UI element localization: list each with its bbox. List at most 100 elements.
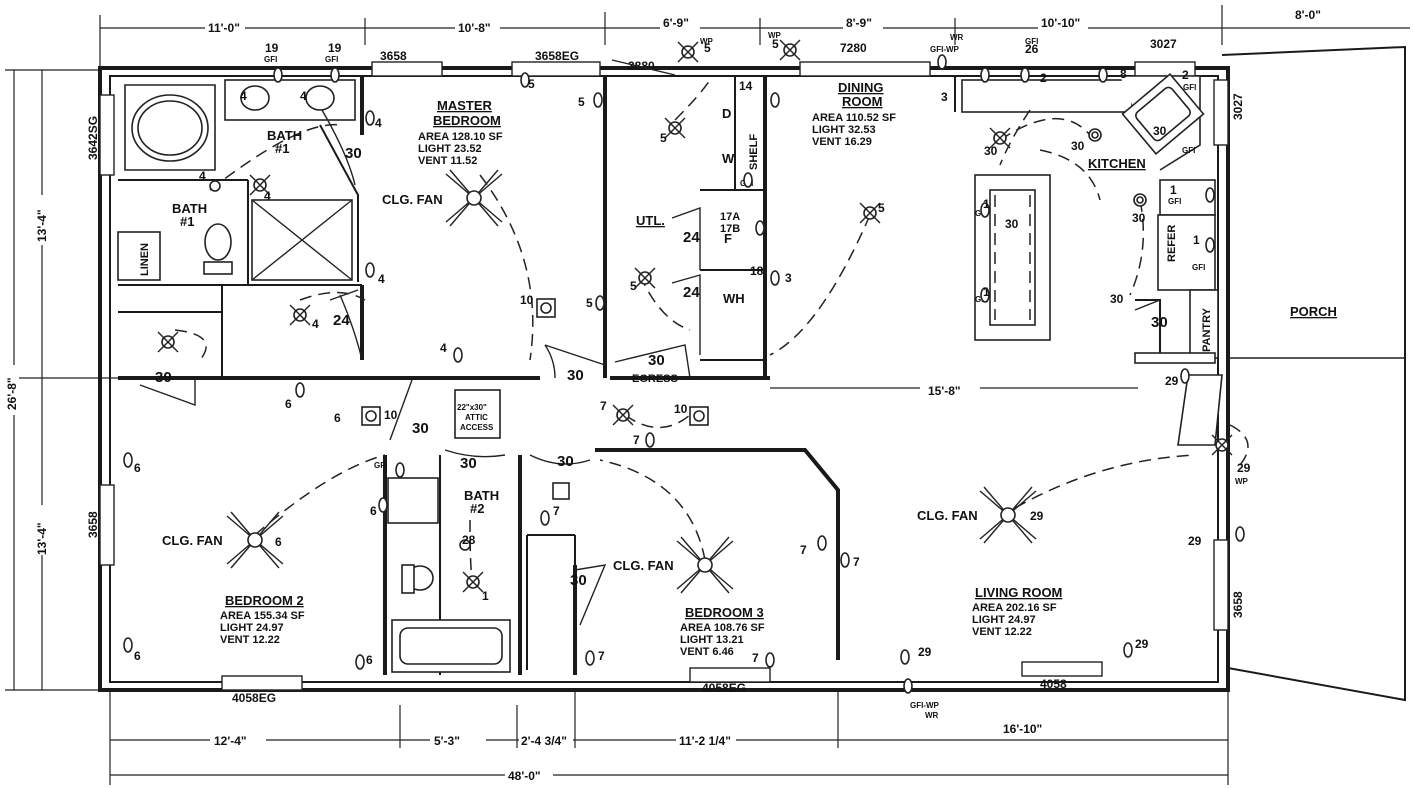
circuit-number: 3 [785, 271, 792, 285]
ceiling-fan-living [979, 486, 1037, 544]
ceiling-fans [226, 169, 1037, 594]
bedroom2-area: AREA 155.34 SF [220, 610, 305, 622]
circuit-number: 6 [285, 397, 292, 411]
window-label-7280: 7280 [840, 41, 867, 55]
circuit-number: 5 [630, 279, 637, 293]
wp-label-3: WP [1235, 477, 1249, 486]
circuit-number: 7 [853, 555, 860, 569]
furnace-label: F [724, 231, 732, 246]
door-size: 30 [412, 420, 429, 437]
gfi-wp-label-1: GFI-WP [930, 45, 960, 54]
room-porch: PORCH [1290, 304, 1337, 319]
wr-label-2: WR [925, 711, 939, 720]
dim-top-6: 8'-0" [1295, 8, 1321, 22]
receptacles [123, 54, 1245, 694]
bath1-label-a: BATH [267, 128, 302, 143]
water-heater-label: WH [723, 291, 745, 306]
dim-top-4: 8'-9" [846, 16, 872, 30]
bedroom2-light: LIGHT 24.97 [220, 622, 284, 634]
bedroom3-vent: VENT 6.46 [680, 646, 734, 658]
dim-bottom-4: 11'-2 1/4" [679, 734, 731, 748]
door-size: 30 [567, 367, 584, 384]
circuit-number: 26 [1025, 42, 1039, 56]
ceiling-fan-bedroom2 [226, 511, 284, 569]
circuit-number: 29 [1165, 374, 1179, 388]
circuit-number: 5 [528, 77, 535, 91]
dim-top-2: 10'-8" [458, 21, 491, 35]
door-size: 30 [570, 572, 587, 589]
wp-label-2: WP [768, 31, 782, 40]
circuit-number: 5 [578, 95, 585, 109]
circuit-number: 7 [752, 651, 759, 665]
circuit-number: 30 [1110, 292, 1124, 306]
circuit-number: 7 [633, 433, 640, 447]
left-dimensions: 26'-8" 13'-4" 13'-4" [3, 69, 120, 691]
window-label-3642sg: 3642SG [86, 116, 100, 160]
circuit-number: 30 [1132, 211, 1146, 225]
circuit-number: 6 [275, 535, 282, 549]
circuit-number: 6 [134, 461, 141, 475]
gfi-label-9: GFI [1182, 146, 1195, 155]
door-sizes: 30 30 24 30 30 30 30 30 30 24 24 30 [155, 145, 1168, 589]
room-bedroom3: BEDROOM 3 [685, 605, 764, 620]
dining-area: AREA 110.52 SF [812, 112, 896, 124]
room-labels: MASTER BEDROOM AREA 128.10 SF LIGHT 23.5… [172, 80, 1337, 658]
egress-label: EGRESS [632, 373, 678, 385]
circuit-number: 6 [334, 411, 341, 425]
circuit-number: 7 [598, 649, 605, 663]
gfi-label-4: GFI [1183, 83, 1196, 92]
dim-left-lower: 13'-4" [35, 522, 49, 555]
room-kitchen: KITCHEN [1088, 156, 1146, 171]
circuit-number: 4 [300, 89, 307, 103]
circuit-number: 6 [134, 649, 141, 663]
window-label-3880: 3880 [628, 59, 655, 73]
circuit-number: 4 [440, 341, 447, 355]
circuit-17a-label: 17A [720, 211, 740, 223]
dim-bottom-1: 12'-4" [214, 734, 247, 748]
master-light: LIGHT 23.52 [418, 143, 482, 155]
attic-label-3: ACCESS [460, 423, 494, 432]
circuit-number: 4 [375, 116, 382, 130]
circuit-number: 19 [328, 41, 342, 55]
circuit-number: 1 [1193, 233, 1200, 247]
door-size: 24 [683, 284, 700, 301]
washer-label: W [722, 151, 735, 166]
circuit-number: 29 [918, 645, 932, 659]
circuit-number: 10 [384, 408, 398, 422]
room-dining-line2: ROOM [842, 94, 882, 109]
bath2-label-num: #2 [470, 501, 484, 516]
misc-labels: CLG. FAN CLG. FAN CLG. FAN CLG. FAN LINE… [139, 31, 1249, 720]
master-vent: VENT 11.52 [418, 155, 477, 167]
door-size: 24 [683, 229, 700, 246]
door-size: 30 [345, 145, 362, 162]
circuit-number: 7 [800, 543, 807, 557]
circuit-number: 29 [1237, 461, 1251, 475]
circuit-number: 4 [264, 189, 271, 203]
gfi-label-1: GFI [264, 55, 277, 64]
pantry-label: PANTRY [1201, 307, 1213, 352]
dim-bottom-3: 2'-4 3/4" [521, 734, 567, 748]
clg-fan-label-bedroom3: CLG. FAN [613, 558, 674, 573]
window-label-3658-left: 3658 [86, 511, 100, 538]
living-light: LIGHT 24.97 [972, 614, 1036, 626]
door-size: 24 [333, 312, 350, 329]
dim-living-span: 15'-8" [928, 384, 961, 398]
circuit-number: 1 [1170, 183, 1177, 197]
gfi-label-2: GFI [325, 55, 338, 64]
window-label-4058: 4058 [1040, 677, 1067, 691]
bath1-label-a-num: #1 [275, 141, 289, 156]
circuit-number: 10 [520, 293, 534, 307]
dryer-label: D [722, 106, 731, 121]
circuit-number: 29 [1188, 534, 1202, 548]
circuit-number: 14 [739, 79, 753, 93]
door-size: 30 [648, 352, 665, 369]
bedroom3-area: AREA 108.76 SF [680, 622, 765, 634]
circuit-number: 4 [240, 89, 247, 103]
circuit-number: 18 [750, 264, 764, 278]
circuit-number: 10 [674, 402, 688, 416]
dim-top-1: 11'-0" [208, 21, 240, 35]
bath1-label-b: BATH [172, 201, 207, 216]
circuit-number: 4 [199, 169, 206, 183]
master-area: AREA 128.10 SF [418, 131, 503, 143]
attic-label-1: 22"x30" [457, 403, 487, 412]
